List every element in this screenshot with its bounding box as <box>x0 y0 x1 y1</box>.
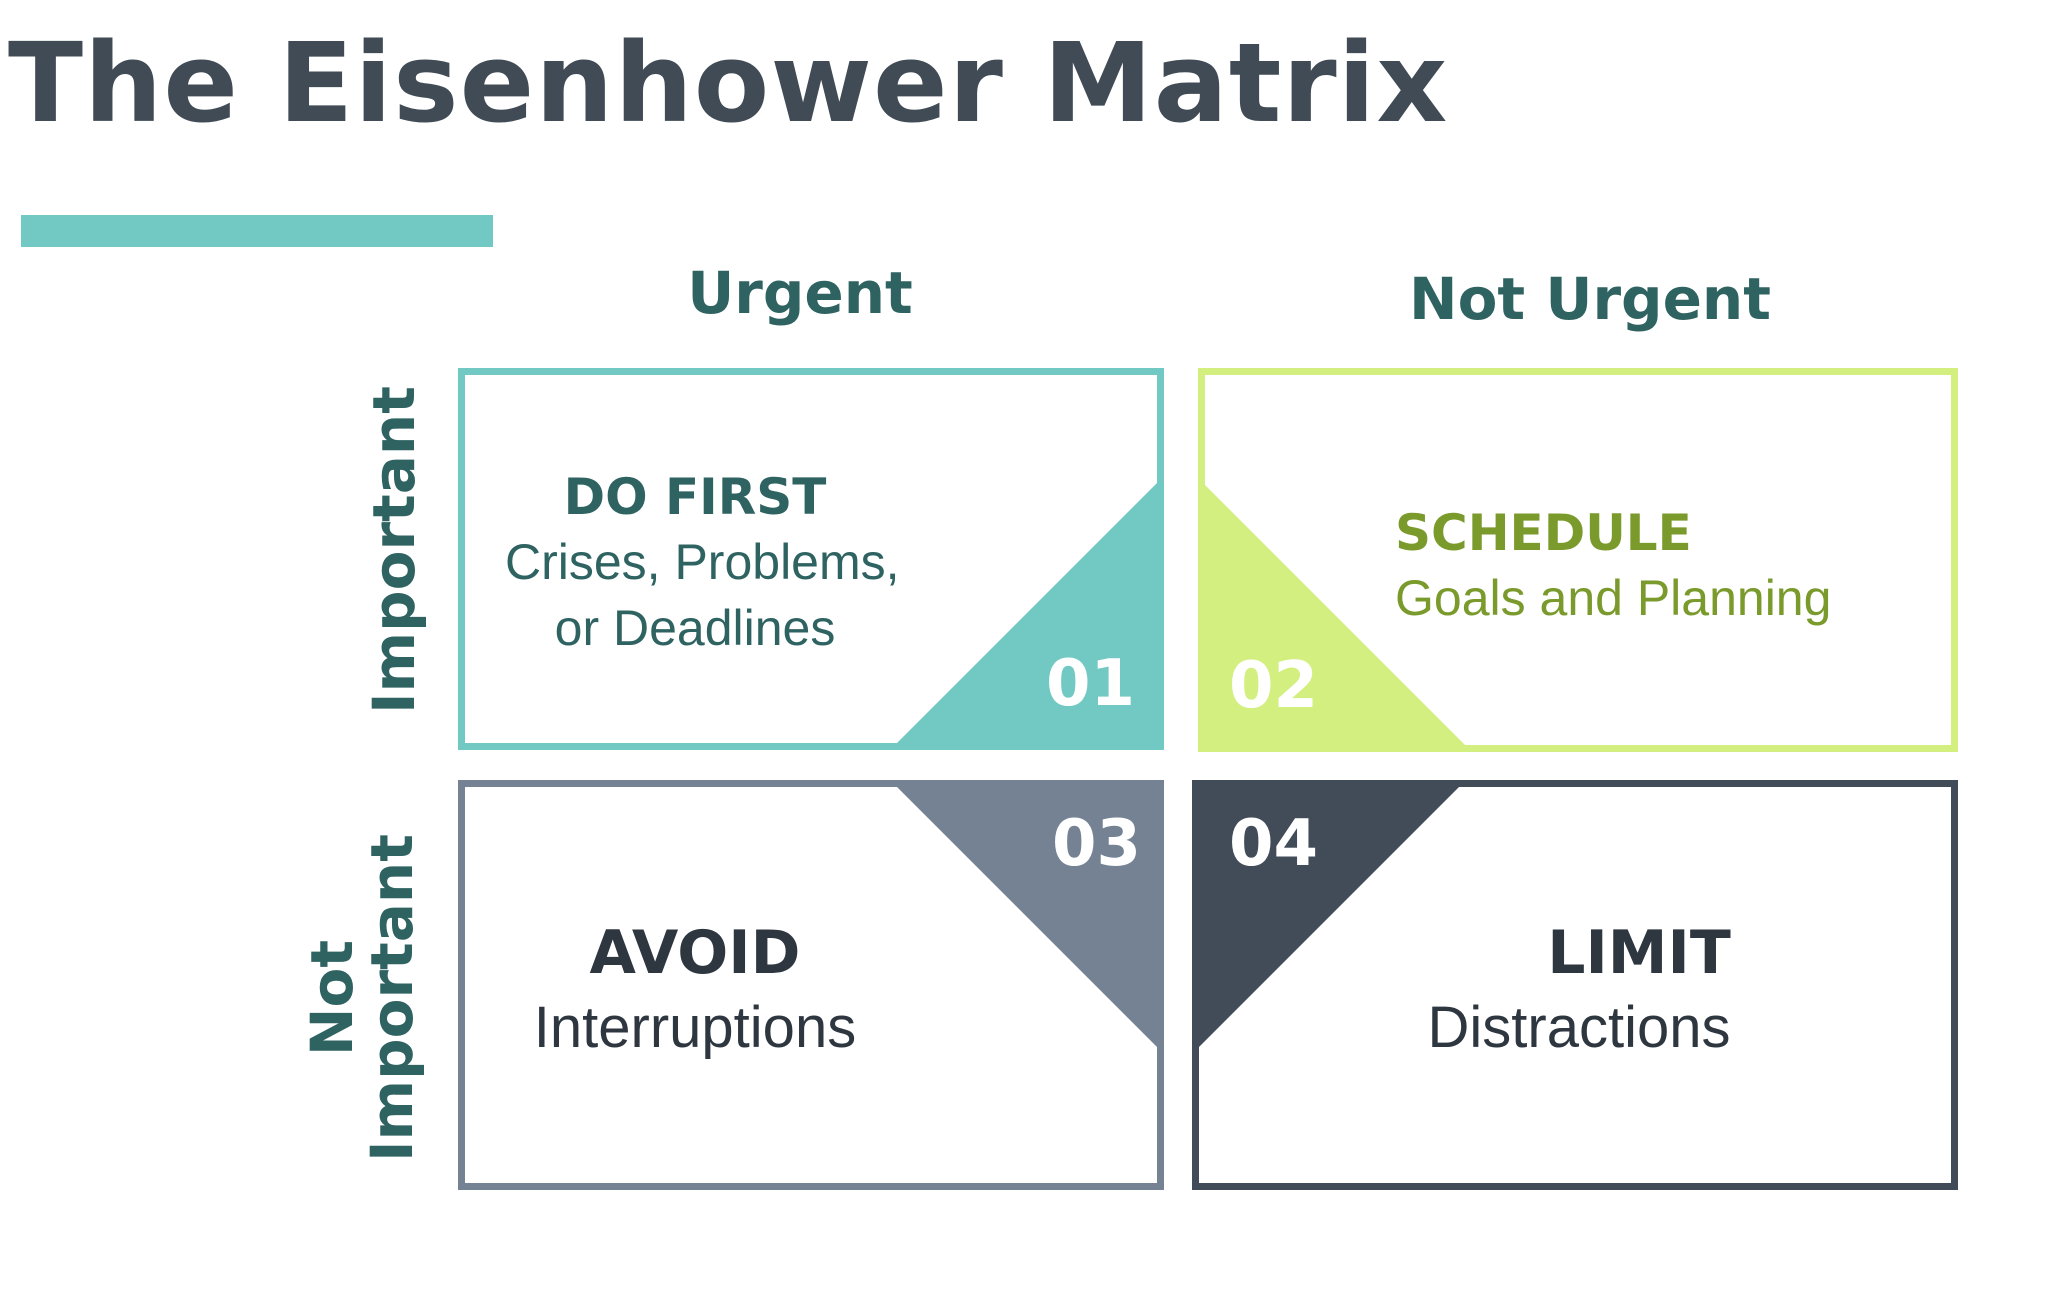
quadrant-title: AVOID <box>589 918 801 988</box>
quadrant-corner-triangle <box>1205 485 1465 745</box>
quadrant-title: SCHEDULE <box>1395 504 1692 562</box>
quadrant-limit: 04 LIMIT Distractions <box>1192 780 1958 1190</box>
quadrant-corner-triangle <box>897 483 1157 743</box>
row-header-important-label: Important <box>360 386 428 714</box>
page-title: The Eisenhower Matrix <box>8 19 1449 147</box>
quadrant-subtitle: Interruptions <box>533 995 857 1060</box>
quadrant-avoid: 03 AVOID Interruptions <box>458 780 1164 1190</box>
quadrant-subtitle: Crises, Problems, <box>505 534 900 590</box>
row-header-not-label: Not <box>298 939 366 1057</box>
quadrant-number: 02 <box>1229 649 1319 723</box>
column-header-urgent: Urgent <box>687 259 913 327</box>
quadrant-text: AVOID Interruptions <box>505 915 885 1065</box>
quadrant-text: LIMIT Distractions <box>1389 915 1769 1065</box>
quadrant-do-first: 01 DO FIRST Crises, Problems, or Deadlin… <box>458 368 1164 750</box>
quadrant-schedule: 02 SCHEDULE Goals and Planning <box>1198 368 1958 752</box>
quadrant-subtitle: Distractions <box>1427 995 1731 1060</box>
title-accent-bar <box>21 215 493 247</box>
quadrant-corner-triangle <box>897 787 1157 1047</box>
quadrant-text: SCHEDULE Goals and Planning <box>1395 501 1935 631</box>
quadrant-subtitle: Goals and Planning <box>1395 570 1832 626</box>
quadrant-corner-triangle <box>1199 787 1459 1047</box>
quadrant-text: DO FIRST Crises, Problems, or Deadlines <box>505 465 900 661</box>
quadrant-number: 04 <box>1229 807 1319 881</box>
quadrant-subtitle-line-2: or Deadlines <box>554 600 836 656</box>
quadrant-number: 03 <box>1051 807 1141 881</box>
column-header-not-urgent: Not Urgent <box>1409 265 1771 333</box>
row-header-important-label-2: Important <box>358 834 426 1162</box>
quadrant-title: DO FIRST <box>563 468 827 526</box>
quadrant-number: 01 <box>1045 647 1135 721</box>
quadrant-title: LIMIT <box>1547 918 1731 988</box>
